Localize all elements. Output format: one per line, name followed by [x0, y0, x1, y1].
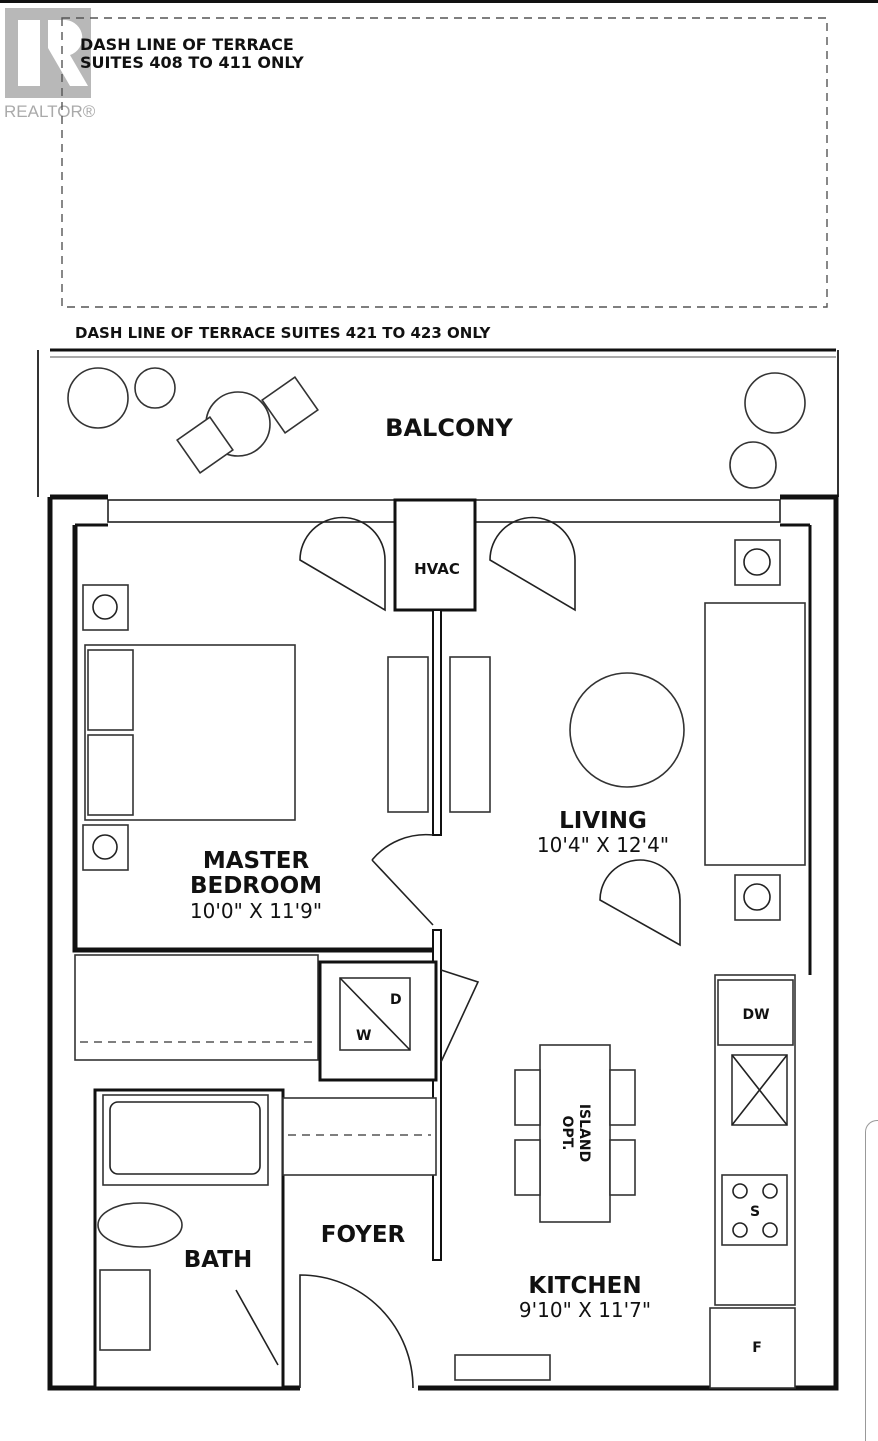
floor-mat: [454, 1354, 551, 1381]
foyer-label: FOYER: [321, 1222, 406, 1248]
bath-door[interactable]: [235, 1289, 279, 1366]
foyer-closet: [282, 1097, 437, 1176]
kitchen-label: KITCHEN: [528, 1273, 641, 1299]
toilet-icon: [97, 1202, 183, 1248]
chair-icon: [261, 376, 319, 434]
balcony-label: BALCONY: [385, 414, 513, 442]
terrace-note-lower: DASH LINE OF TERRACE SUITES 421 TO 423 O…: [75, 324, 492, 342]
nightstand-icon: [82, 824, 129, 871]
side-table-icon: [734, 874, 781, 921]
bath-label: BATH: [184, 1247, 252, 1273]
master-bedroom-label-2: BEDROOM: [190, 873, 322, 899]
entry-door[interactable]: [299, 1274, 414, 1389]
fridge-label: F: [752, 1340, 762, 1356]
desk-icon: [387, 656, 429, 813]
island-label-2: ISLAND: [576, 1104, 592, 1162]
plant-icon: [67, 367, 129, 429]
laundry-door[interactable]: [440, 969, 480, 1063]
plant-icon: [744, 372, 806, 434]
terrace-dash-outline: [61, 17, 828, 308]
top-edge-bar: [0, 0, 878, 3]
terrace-note-upper-line2: SUITES 408 TO 411 ONLY: [80, 53, 304, 72]
scrollbar[interactable]: [865, 1120, 878, 1441]
dishwasher: [717, 979, 794, 1046]
living-label: LIVING: [559, 808, 647, 834]
partition-wall: [432, 609, 442, 836]
stool-icon: [514, 1069, 541, 1126]
bedroom-door[interactable]: [371, 833, 434, 926]
stool-icon: [609, 1069, 636, 1126]
stool-icon: [609, 1139, 636, 1196]
coffee-table-icon: [569, 672, 685, 788]
hvac-closet: [393, 498, 477, 612]
master-bedroom-label-1: MASTER: [203, 848, 310, 874]
bedroom-closet: [74, 954, 319, 1061]
plant-icon: [729, 441, 777, 489]
dishwasher-label: DW: [742, 1007, 769, 1023]
desk-icon: [449, 656, 491, 813]
realtor-logo: REALTOR®: [4, 8, 96, 121]
stove-label: S: [750, 1204, 760, 1220]
master-bedroom-size: 10'0" X 11'9": [190, 899, 322, 923]
dryer-label: D: [390, 992, 402, 1008]
fridge: [709, 1307, 796, 1389]
armchair-icon: [489, 516, 576, 612]
kitchen-island: [539, 1044, 611, 1223]
stool-icon: [514, 1139, 541, 1196]
armchair-icon: [299, 516, 386, 612]
bathtub-icon: [102, 1094, 269, 1186]
armchair-icon: [599, 859, 681, 947]
living-size: 10'4" X 12'4": [537, 833, 669, 857]
plant-icon: [134, 367, 176, 409]
washer-label: W: [356, 1028, 371, 1044]
sofa-icon: [704, 602, 806, 866]
chair-icon: [176, 416, 234, 474]
terrace-note-upper-line1: DASH LINE OF TERRACE: [80, 35, 294, 54]
side-table-icon: [734, 539, 781, 586]
island-label-1: OPT.: [559, 1116, 575, 1151]
realtor-logo-text: REALTOR®: [4, 102, 96, 121]
balcony: BALCONY: [37, 348, 839, 497]
hvac-label: HVAC: [414, 560, 460, 578]
kitchen-size: 9'10" X 11'7": [519, 1298, 651, 1322]
sink-icon: [99, 1269, 151, 1351]
nightstand-icon: [82, 584, 129, 631]
